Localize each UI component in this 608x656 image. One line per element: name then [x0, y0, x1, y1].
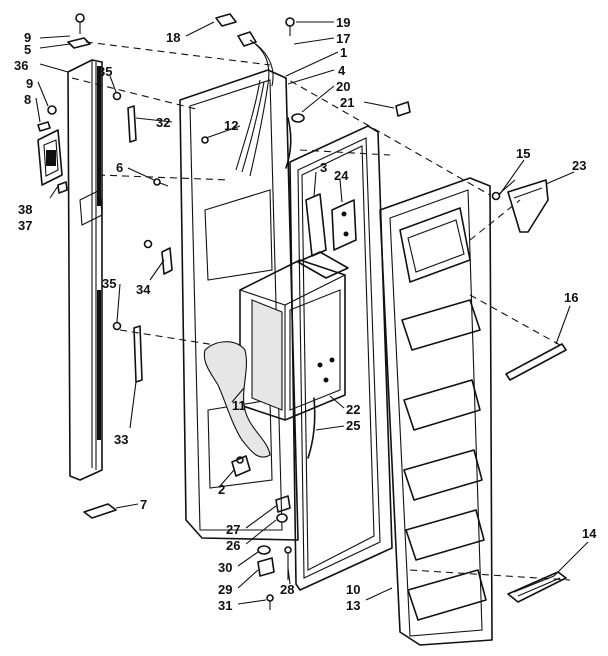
callout-26: 26 [226, 538, 240, 553]
dispenser-housing [203, 251, 349, 458]
callout-28: 28 [280, 582, 294, 597]
callout-1: 1 [340, 45, 347, 60]
callout-30: 30 [218, 560, 232, 575]
callout-35a: 35 [98, 64, 112, 79]
door-liner-panel [179, 39, 299, 541]
callout-6: 6 [116, 160, 123, 175]
callout-24: 24 [334, 168, 349, 183]
callout-15: 15 [516, 146, 530, 161]
callout-11: 11 [232, 398, 246, 413]
callout-32: 32 [156, 115, 170, 130]
callout-25: 25 [346, 418, 360, 433]
callout-34: 34 [136, 282, 151, 297]
callout-9a: 9 [24, 30, 31, 45]
outer-door-panel [379, 177, 493, 646]
callout-29: 29 [218, 582, 232, 597]
callout-20: 20 [336, 79, 350, 94]
callout-38: 38 [18, 202, 32, 217]
callout-labels: 9 5 36 9 8 35 32 38 37 6 35 34 33 7 18 1… [14, 15, 597, 613]
left-trim-strip [67, 59, 103, 481]
callout-9b: 9 [26, 76, 33, 91]
callout-19: 19 [336, 15, 350, 30]
callout-5: 5 [24, 42, 31, 57]
callout-10: 10 [346, 582, 360, 597]
callout-3: 3 [320, 160, 327, 175]
right-hardware [215, 13, 567, 610]
callout-13: 13 [346, 598, 360, 613]
callout-12: 12 [224, 118, 238, 133]
handle-bracket [37, 129, 68, 194]
hinge-parts [285, 117, 357, 459]
callout-22: 22 [346, 402, 360, 417]
callout-8: 8 [24, 92, 31, 107]
callout-4: 4 [338, 63, 346, 78]
callout-16: 16 [564, 290, 578, 305]
callout-31: 31 [218, 598, 232, 613]
callout-7: 7 [140, 497, 147, 512]
callout-2: 2 [218, 482, 225, 497]
callout-37: 37 [18, 218, 32, 233]
callout-33: 33 [114, 432, 128, 447]
door-gasket-frame [289, 125, 393, 591]
left-hardware [37, 13, 173, 519]
callout-23: 23 [572, 158, 586, 173]
callout-36: 36 [14, 58, 28, 73]
callout-14: 14 [582, 526, 597, 541]
leader-lines [35, 21, 589, 605]
callout-27: 27 [226, 522, 240, 537]
callout-18: 18 [166, 30, 180, 45]
callout-17: 17 [336, 31, 350, 46]
callout-21: 21 [340, 95, 354, 110]
callout-35b: 35 [102, 276, 116, 291]
